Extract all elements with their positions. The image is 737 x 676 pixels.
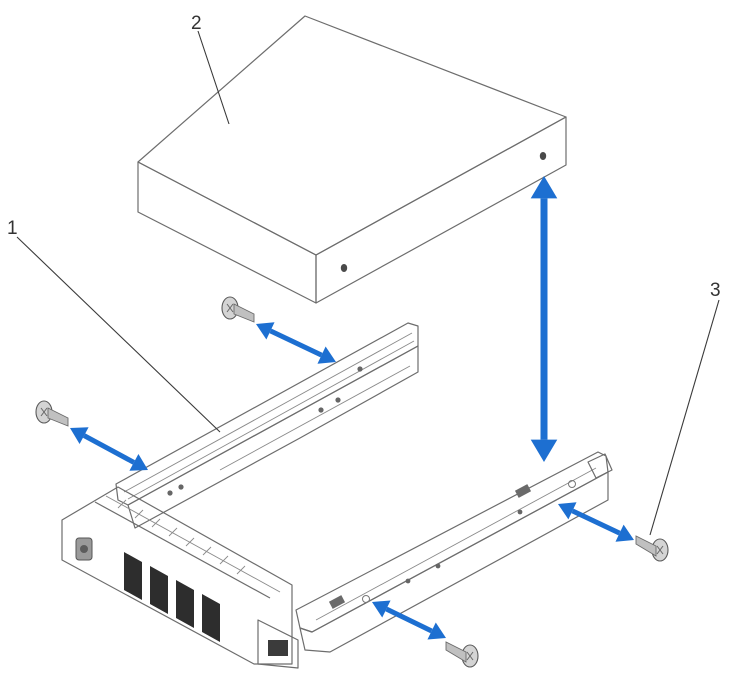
arrows xyxy=(70,176,634,640)
tray-release-latch xyxy=(257,619,299,669)
rail-hole xyxy=(335,397,341,403)
hard-drive-side-face xyxy=(315,116,567,304)
callout-leader-drive xyxy=(197,30,230,125)
double-arrow-icon xyxy=(558,502,634,542)
bezel-grip-ribs xyxy=(94,495,281,599)
latch-grip xyxy=(268,640,288,656)
screw-icon xyxy=(221,296,255,323)
drive-screw-hole xyxy=(539,152,547,160)
tray-left-rail xyxy=(115,322,419,506)
screw-icon xyxy=(445,641,479,668)
callout-number-hard-drive: 2 xyxy=(191,13,202,34)
callout-number-tray: 1 xyxy=(7,218,18,239)
rail-hole xyxy=(318,407,324,413)
tray-left-rail-wall xyxy=(127,345,419,529)
bezel-vent-openings xyxy=(124,552,220,642)
rail-label-tab xyxy=(328,595,346,609)
rail-hole xyxy=(435,563,441,569)
rail-label-tab xyxy=(514,484,532,498)
rail-hole xyxy=(167,490,173,496)
rail-hole xyxy=(178,484,184,490)
rail-hole xyxy=(362,595,370,603)
hard-drive-top-face xyxy=(137,15,567,256)
drive-screw-hole xyxy=(340,264,348,272)
callout-number-screw: 3 xyxy=(710,280,721,301)
double-arrow-icon xyxy=(256,322,336,364)
tray-right-rail-wall xyxy=(299,471,609,653)
rail-hole xyxy=(517,509,523,515)
rail-hole xyxy=(568,480,576,488)
screw-icon xyxy=(35,400,69,427)
double-arrow-icon xyxy=(530,176,558,462)
double-arrow-icon xyxy=(372,600,446,640)
callout-leader-screw xyxy=(649,299,720,536)
rail-hole xyxy=(405,578,411,584)
status-indicator-dot xyxy=(80,545,88,553)
hard-drive-front-face xyxy=(137,161,317,304)
screw-icon xyxy=(635,535,669,562)
drive-carrier-tray xyxy=(61,322,613,669)
double-arrow-icon xyxy=(70,427,148,471)
callout-leader-tray xyxy=(16,236,221,433)
tray-rear-tab xyxy=(587,453,613,479)
hard-drive xyxy=(137,15,567,304)
tray-front-bezel xyxy=(61,486,293,665)
rail-hole xyxy=(357,366,363,372)
